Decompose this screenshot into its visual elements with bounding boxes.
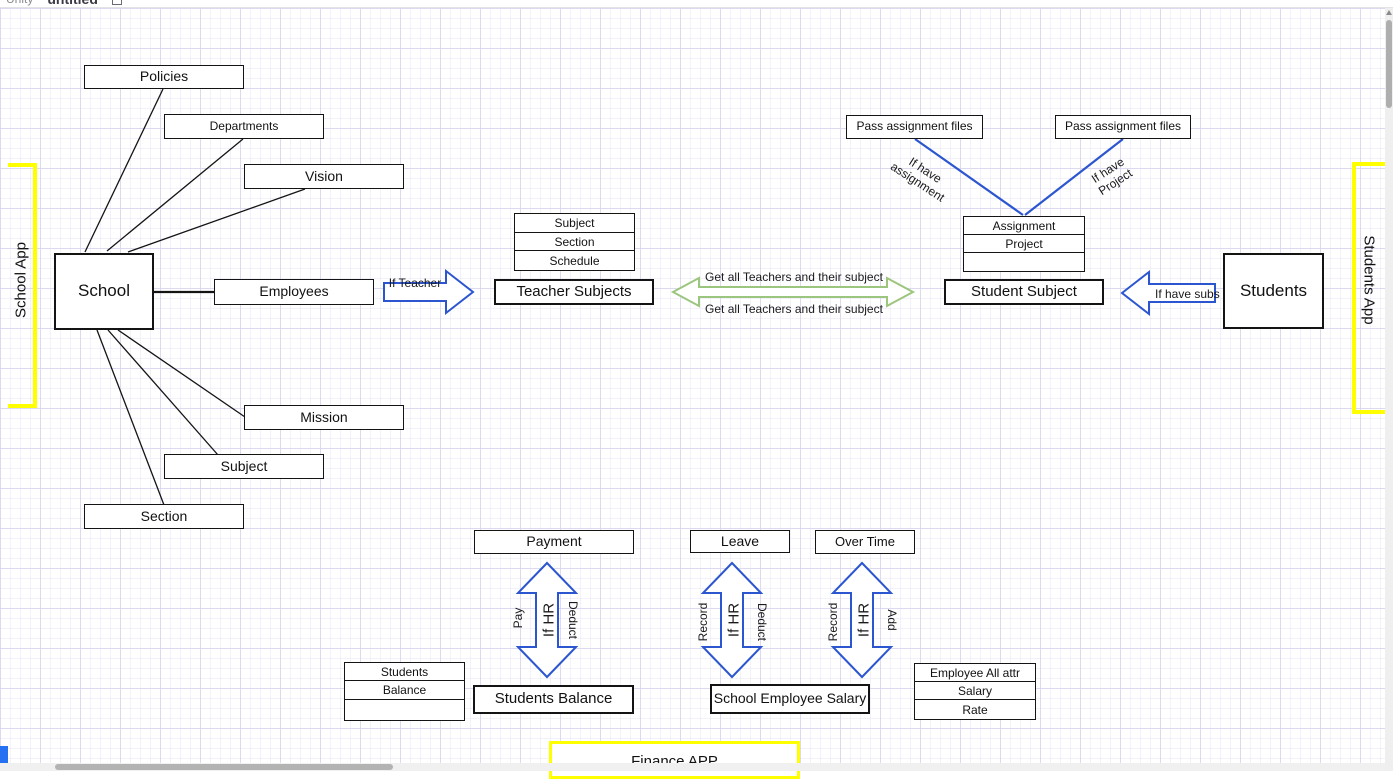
school-app-bracket[interactable] (8, 163, 37, 408)
node-student-subject[interactable]: Student Subject (944, 279, 1104, 305)
students-app-group-label[interactable]: Students App (1360, 235, 1378, 325)
students-balance-attr-list[interactable]: Students Balance (344, 662, 465, 721)
node-policies[interactable]: Policies (84, 65, 244, 89)
attr-row[interactable]: Students (345, 663, 464, 681)
node-vision[interactable]: Vision (244, 164, 404, 189)
horizontal-scrollbar-thumb[interactable] (55, 764, 393, 770)
attr-row[interactable]: Project (964, 235, 1084, 253)
edge-label-if-have-subs[interactable]: If have subs (1155, 287, 1220, 301)
node-school[interactable]: School (54, 253, 154, 330)
node-leave[interactable]: Leave (690, 530, 790, 553)
scroll-up-arrow-icon[interactable] (1386, 10, 1392, 15)
bottom-left-blue-tab[interactable] (0, 746, 8, 763)
edge-pass-files-right[interactable] (1024, 138, 1124, 216)
node-label: School (78, 281, 130, 301)
attr-row[interactable]: Assignment (964, 217, 1084, 235)
node-teacher-subjects[interactable]: Teacher Subjects (494, 279, 654, 305)
edge-school-subject[interactable] (107, 329, 219, 456)
node-label: Policies (139, 68, 189, 85)
double-arrow-leave[interactable] (700, 561, 764, 679)
edge-school-departments[interactable] (106, 138, 244, 252)
node-pass-assignment-files-right[interactable]: Pass assignment files (1055, 115, 1191, 139)
double-arrow-overtime[interactable] (830, 561, 894, 679)
attr-row[interactable]: Balance (345, 681, 464, 700)
node-label: Mission (300, 408, 348, 425)
node-label: Student Subject (971, 282, 1077, 300)
horizontal-scrollbar[interactable] (0, 763, 1393, 771)
attr-row[interactable] (345, 700, 464, 720)
attr-row[interactable]: Employee All attr (915, 664, 1035, 682)
node-label: Over Time (835, 533, 895, 549)
school-app-group-label[interactable]: School App (12, 242, 30, 318)
attr-row[interactable]: Rate (962, 702, 988, 717)
node-pass-assignment-files-left[interactable]: Pass assignment files (846, 115, 983, 139)
node-label: Students Balance (494, 690, 613, 708)
students-app-bracket[interactable] (1352, 162, 1387, 414)
node-subject[interactable]: Subject (164, 454, 324, 479)
node-section[interactable]: Section (84, 504, 244, 529)
attr-row[interactable]: Section (515, 233, 634, 251)
bookmark-icon[interactable] (111, 0, 122, 5)
node-label: Pass assignment files (856, 119, 973, 134)
app-label: Unity (6, 0, 33, 6)
node-students-balance[interactable]: Students Balance (473, 685, 634, 714)
node-mission[interactable]: Mission (244, 405, 404, 430)
edge-school-vision[interactable] (127, 188, 306, 253)
edge-label-overtime-add[interactable]: Add (885, 609, 899, 631)
node-label: Leave (720, 532, 760, 549)
edge-label-overtime-if-hr[interactable]: If HR (855, 602, 873, 638)
node-label: Subject (220, 457, 268, 474)
node-label: Students (1239, 280, 1308, 300)
canvas-grid[interactable]: School App Students App Finance APP Poli… (0, 8, 1393, 779)
node-label: Departments (209, 118, 279, 133)
node-overtime[interactable]: Over Time (815, 530, 915, 554)
double-arrow-payment[interactable] (515, 561, 579, 679)
edge-label-payment-deduct[interactable]: Deduct (566, 600, 580, 640)
edge-school-section[interactable] (96, 329, 165, 506)
vertical-scrollbar[interactable] (1385, 8, 1393, 771)
edge-label-leave-record[interactable]: Record (696, 602, 710, 642)
connectors-layer (84, 88, 1216, 679)
edge-pass-files-left[interactable] (914, 138, 1024, 216)
finance-app-group[interactable]: Finance APP (549, 741, 800, 779)
edge-label-leave-deduct[interactable]: Deduct (755, 602, 769, 642)
attr-row[interactable]: Salary (915, 682, 1035, 700)
edge-school-mission[interactable] (117, 329, 246, 418)
node-school-employee-salary[interactable]: School Employee Salary (710, 684, 870, 714)
vertical-scrollbar-thumb[interactable] (1386, 20, 1392, 108)
node-label: Teacher Subjects (516, 282, 632, 300)
edge-label-pay[interactable]: Pay (511, 607, 525, 629)
node-employees[interactable]: Employees (214, 279, 374, 305)
node-label: Pass assignment files (1064, 119, 1182, 134)
node-label: Section (140, 507, 188, 524)
node-label: Employees (259, 283, 329, 300)
attr-row[interactable]: Subject (515, 214, 634, 233)
node-students[interactable]: Students (1223, 253, 1324, 329)
salary-attr-list[interactable]: Employee All attr Salary Rate (914, 663, 1036, 720)
teacher-subjects-attr-list[interactable]: Subject Section Schedule (514, 213, 635, 271)
arrow-if-teacher[interactable] (383, 268, 475, 316)
edge-label-overtime-record[interactable]: Record (826, 602, 840, 642)
node-label: Payment (526, 533, 582, 550)
attr-row[interactable]: Schedule (549, 253, 600, 268)
node-label: Vision (305, 167, 343, 184)
edge-label-leave-if-hr[interactable]: If HR (725, 602, 743, 638)
edge-label-get-teachers-top[interactable]: Get all Teachers and their subject (705, 270, 883, 284)
node-departments[interactable]: Departments (164, 114, 324, 139)
edge-label-payment-if-hr[interactable]: If HR (540, 602, 558, 638)
document-title[interactable]: untitled (47, 0, 98, 7)
node-label: School Employee Salary (713, 690, 867, 707)
edge-label-if-teacher[interactable]: If Teacher (388, 276, 442, 290)
student-subject-attr-list[interactable]: Assignment Project (963, 216, 1085, 272)
edge-label-get-teachers-bottom[interactable]: Get all Teachers and their subject (705, 302, 883, 316)
edge-school-policies[interactable] (84, 88, 164, 253)
attr-row[interactable] (964, 253, 1084, 271)
arrow-if-have-subs[interactable] (1120, 269, 1216, 317)
app-header: Unity untitled (0, 0, 1393, 8)
double-arrow-get-teachers[interactable] (670, 276, 916, 308)
node-payment[interactable]: Payment (474, 530, 634, 554)
